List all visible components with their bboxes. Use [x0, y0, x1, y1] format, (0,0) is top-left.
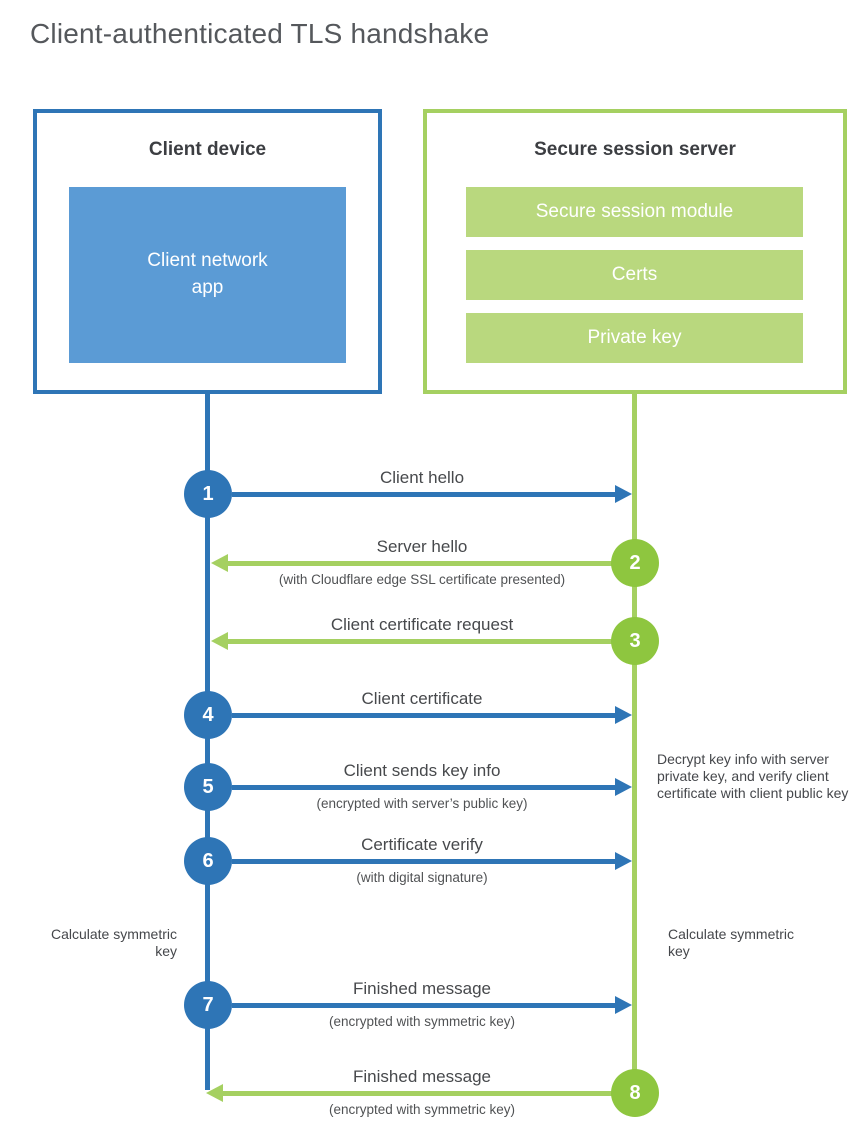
page-title: Client-authenticated TLS handshake	[30, 18, 490, 49]
step-1-circle: 1	[184, 470, 232, 518]
step-number: 3	[629, 629, 641, 652]
step-2-arrow-shaft	[227, 561, 615, 566]
step-5-arrow-shaft	[232, 785, 616, 790]
step-2-sublabel: (with Cloudflare edge SSL certificate pr…	[278, 572, 566, 587]
calculate-symmetric-key-left: Calculate symmetric key	[50, 926, 177, 960]
step-6-label: Certificate verify	[361, 835, 483, 854]
step-7-circle: 7	[184, 981, 232, 1029]
arrow-left-head-icon	[211, 632, 228, 650]
secure-session-server-title: Secure session server	[534, 139, 736, 160]
step-5-circle: 5	[184, 763, 232, 811]
step-4-circle: 4	[184, 691, 232, 739]
client-lifeline	[205, 392, 210, 1090]
step-8-sublabel: (encrypted with symmetric key)	[328, 1102, 516, 1117]
step-6-arrow-shaft	[232, 859, 616, 864]
step-7-arrow-shaft	[232, 1003, 616, 1008]
arrow-right-head-icon	[615, 485, 632, 503]
step-7-label: Finished message	[353, 979, 491, 998]
arrow-right-head-icon	[615, 852, 632, 870]
module-label: Secure session module	[535, 201, 734, 222]
step-3-circle: 3	[611, 617, 659, 665]
step-7-sublabel: (encrypted with symmetric key)	[328, 1014, 516, 1029]
step-3-label: Client certificate request	[330, 615, 514, 634]
step-number: 1	[202, 482, 214, 505]
module-label: Certs	[611, 264, 658, 285]
arrow-left-head-icon	[206, 1084, 223, 1102]
step-4-label: Client certificate	[361, 689, 483, 708]
arrow-right-head-icon	[615, 996, 632, 1014]
client-network-app-rect: Client network app	[69, 187, 346, 363]
step-number: 4	[202, 703, 214, 726]
server-module-bar: Private key	[466, 313, 803, 363]
server-module-bar: Certs	[466, 250, 803, 300]
step-5-sublabel: (encrypted with server’s public key)	[316, 796, 528, 811]
step-2-circle: 2	[611, 539, 659, 587]
step-8-circle: 8	[611, 1069, 659, 1117]
step-5-label: Client sends key info	[343, 761, 501, 780]
calculate-symmetric-key-right: Calculate symmetric key	[668, 926, 795, 960]
step-number: 7	[202, 993, 214, 1016]
arrow-right-head-icon	[615, 706, 632, 724]
decrypt-note: Decrypt key info with server private key…	[657, 751, 849, 802]
step-3-arrow-shaft	[227, 639, 615, 644]
step-1-arrow-shaft	[232, 492, 616, 497]
step-6-circle: 6	[184, 837, 232, 885]
step-number: 8	[629, 1081, 641, 1104]
step-8-label: Finished message	[353, 1067, 491, 1086]
arrow-right-head-icon	[615, 778, 632, 796]
step-number: 2	[629, 551, 641, 574]
step-number: 5	[202, 775, 214, 798]
step-number: 6	[202, 849, 214, 872]
step-1-label: Client hello	[379, 468, 465, 487]
server-lifeline	[632, 392, 637, 1072]
step-8-arrow-shaft	[222, 1091, 615, 1096]
step-6-sublabel: (with digital signature)	[356, 870, 488, 885]
step-4-arrow-shaft	[232, 713, 616, 718]
client-network-app-label: Client network app	[147, 250, 268, 298]
client-device-title: Client device	[148, 139, 267, 160]
arrow-left-head-icon	[211, 554, 228, 572]
step-2-label: Server hello	[376, 537, 468, 556]
server-module-bar: Secure session module	[466, 187, 803, 237]
module-label: Private key	[587, 327, 682, 348]
